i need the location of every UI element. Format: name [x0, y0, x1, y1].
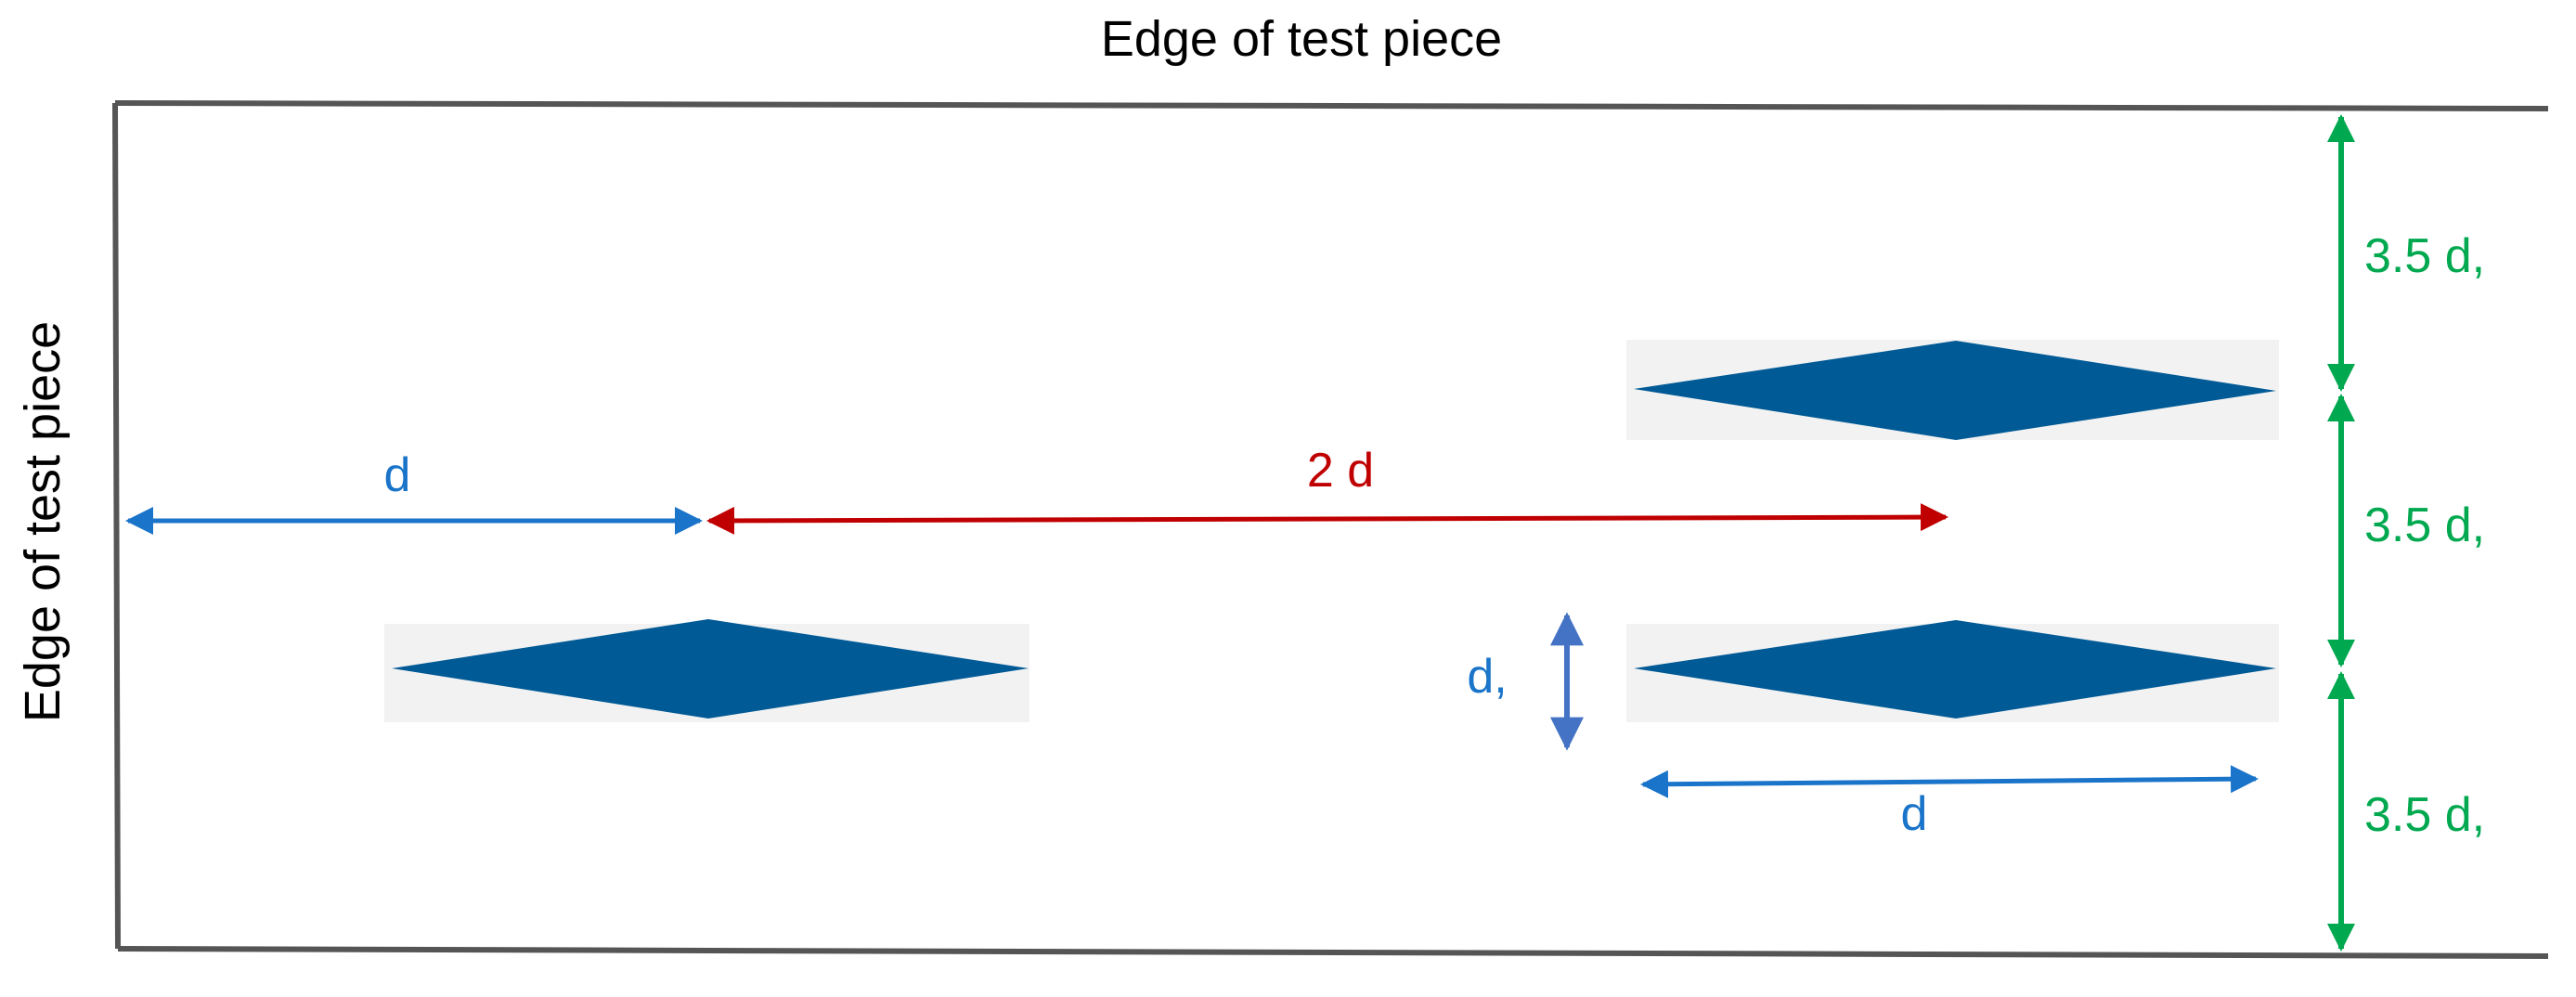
bottom-edge-line [117, 946, 2549, 959]
spacing-label-middle: 3.5 d, [2364, 498, 2485, 552]
indent-top-right [1634, 341, 2276, 440]
top-edge-line [114, 100, 2549, 111]
spacing-label-top: 3.5 d, [2364, 229, 2485, 283]
left-edge-label: Edge of test piece [15, 321, 71, 722]
dimension-label-d-left: d [384, 448, 411, 502]
dimension-arrow-2d [706, 503, 1948, 535]
dimension-label-2d: 2 d [1307, 444, 1374, 498]
dimension-label-d-vertical: d, [1467, 650, 1507, 704]
indent-bottom-right [1634, 620, 2276, 719]
left-edge-line [112, 102, 121, 950]
spacing-label-bottom: 3.5 d, [2364, 788, 2485, 842]
dimension-arrow-d-bottom [1640, 765, 2259, 798]
dimension-label-d-bottom: d [1901, 787, 1928, 841]
indent-left [392, 619, 1029, 719]
top-edge-label: Edge of test piece [1101, 11, 1502, 67]
